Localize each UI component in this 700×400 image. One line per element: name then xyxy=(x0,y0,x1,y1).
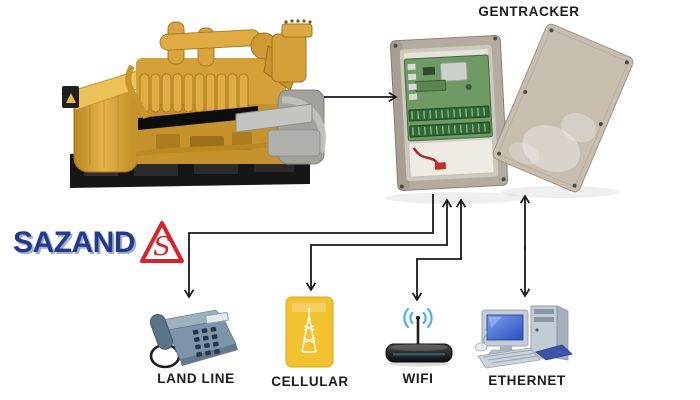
wifi-router-icon xyxy=(385,307,453,367)
telephone-icon xyxy=(149,309,238,369)
arrow-gentracker-to-landline xyxy=(183,194,434,299)
generator-icon xyxy=(61,19,327,188)
cellular-label: CELLULAR xyxy=(271,374,349,389)
enclosure-circuit-board-icon xyxy=(389,34,509,192)
gentracker-title: GENTRACKER xyxy=(478,4,580,19)
desktop-computer-icon xyxy=(474,305,573,369)
wifi-label: WIFI xyxy=(402,371,434,386)
sazand-logo-text: SAZAND xyxy=(13,226,136,259)
lid-shadow xyxy=(500,186,620,198)
cell-tower-card-icon xyxy=(285,296,334,368)
land-line-label: LAND LINE xyxy=(157,371,235,386)
ethernet-label: ETHERNET xyxy=(488,373,566,388)
arrow-gentracker-to-wifi xyxy=(411,258,461,302)
sazand-logo-mark-letter: S xyxy=(153,232,171,262)
connection-arrows xyxy=(183,91,531,302)
enclosure-shadow xyxy=(385,192,525,204)
sazand-logo: SAZAND S xyxy=(13,218,187,268)
enclosure-lid-icon xyxy=(492,23,634,193)
sazand-logo-triangle-icon: S xyxy=(140,221,184,263)
arrow-gentracker-to-cellular xyxy=(305,244,447,292)
